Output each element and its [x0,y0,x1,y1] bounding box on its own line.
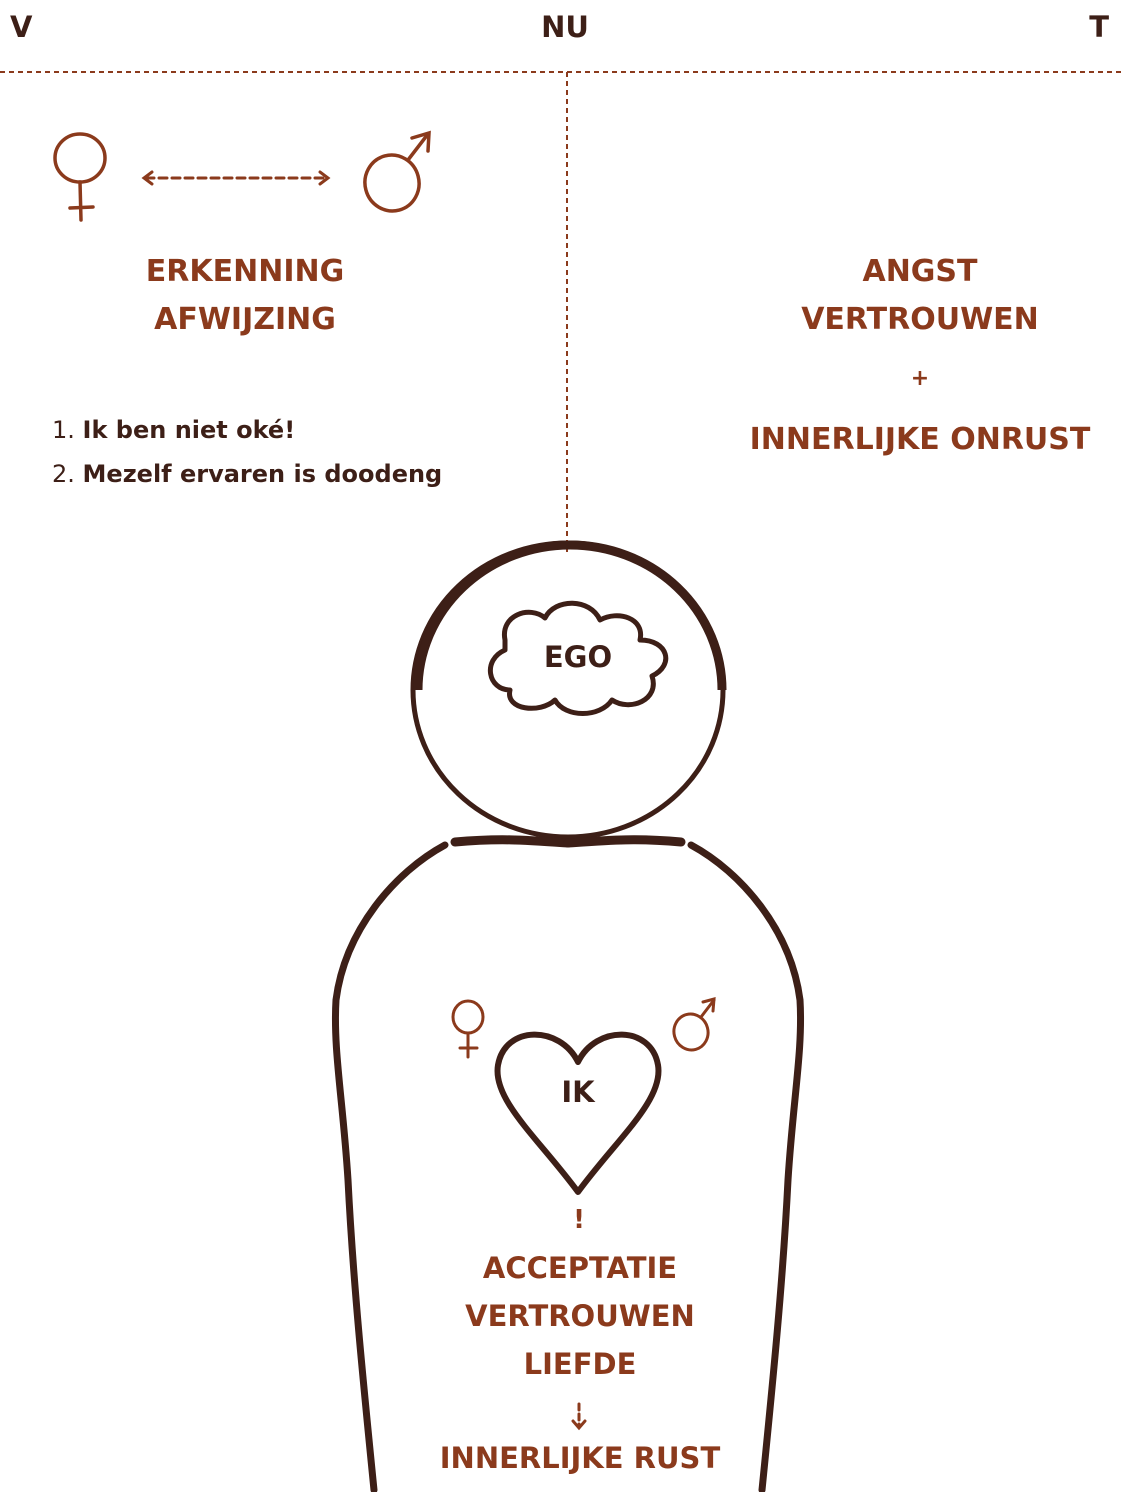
female-symbol-icon [55,134,105,220]
header-now: NU [520,10,610,44]
plus-sign: + [900,366,940,391]
header-past: V [10,10,32,44]
list-item: 1. Ik ben niet oké! [52,408,442,452]
value-item: ACCEPTATIE [420,1244,740,1292]
right-title-line: ANGST [760,248,1080,296]
list-item: 2. Mezelf ervaren is doodeng [52,452,442,496]
right-title: ANGST VERTROUWEN [760,248,1080,344]
header-future: T [1089,10,1109,44]
core-values: ACCEPTATIE VERTROUWEN LIEFDE [420,1244,740,1388]
left-title-line: AFWIJZING [90,296,400,344]
down-arrow-icon [573,1404,585,1428]
list-text: Ik ben niet oké! [83,416,296,444]
left-title: ERKENNING AFWIJZING [90,248,400,344]
right-bottom-label: INNERLIJKE ONRUST [730,416,1110,464]
right-title-line: VERTROUWEN [760,296,1080,344]
female-symbol-icon [453,1001,483,1057]
male-symbol-icon [670,999,714,1054]
left-title-line: ERKENNING [90,248,400,296]
list-text: Mezelf ervaren is doodeng [83,460,443,488]
ik-label: IK [528,1075,628,1109]
male-symbol-icon [359,133,429,217]
value-item: VERTROUWEN [420,1292,740,1340]
heart-icon [497,1035,658,1192]
belief-list: 1. Ik ben niet oké! 2. Mezelf ervaren is… [52,408,442,496]
value-item: LIEFDE [420,1340,740,1388]
list-number: 1. [52,416,75,444]
list-number: 2. [52,460,75,488]
ego-label: EGO [518,640,638,674]
result-label: INNERLIJKE RUST [400,1434,760,1482]
double-arrow-icon [144,172,328,184]
person-body [335,840,800,1490]
exclaim-mark: ! [559,1205,599,1235]
person-head [413,543,723,837]
